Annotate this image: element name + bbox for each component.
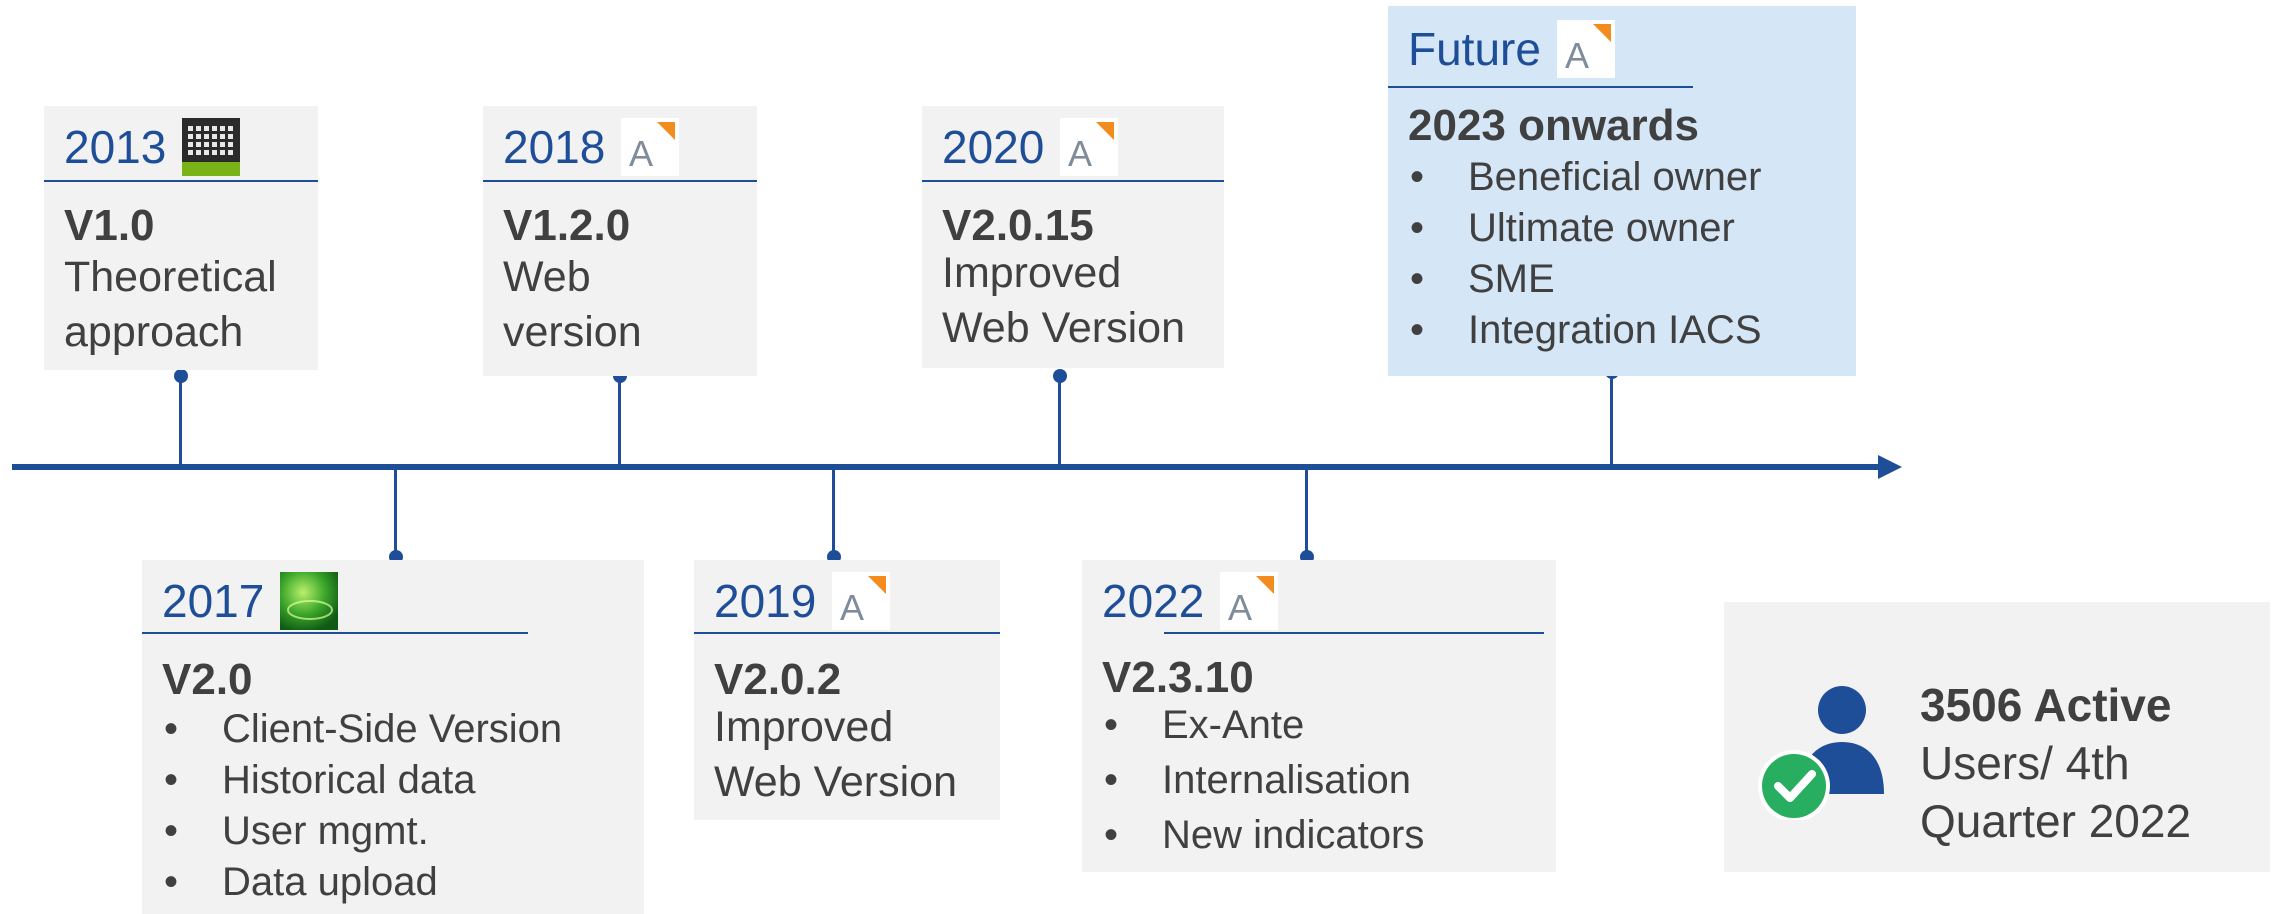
arachne-logo-icon: A — [832, 572, 891, 630]
year-underline — [44, 180, 318, 182]
milestone-year: 2018 — [503, 121, 606, 173]
milestone-year: 2013 — [64, 121, 167, 173]
milestone-version: V2.0.2 — [714, 655, 842, 704]
bullet-item: Ultimate owner — [1408, 203, 1762, 254]
description-line: Web — [503, 253, 591, 301]
bullet-item: Internalisation — [1102, 753, 1424, 808]
milestone-card-2018: 2018 A V1.2.0 Web version — [483, 106, 757, 376]
user-check-icon — [1742, 670, 1902, 822]
active-users-line: Quarter 2022 — [1920, 795, 2192, 847]
milestone-description: Improved Web Version — [942, 246, 1185, 356]
milestone-year: 2017 — [162, 575, 265, 627]
description-line: Theoretical — [64, 253, 277, 301]
milestone-bullets: Ex-Ante Internalisation New indicators — [1102, 698, 1424, 863]
bullet-item: SME — [1408, 254, 1762, 305]
bullet-item: Ex-Ante — [1102, 698, 1424, 753]
active-users-line: Users/ 4th — [1920, 737, 2130, 789]
svg-text:A: A — [629, 133, 653, 174]
stem-2018 — [618, 376, 621, 466]
milestone-card-2022: 2022 A V2.3.10 Ex-Ante Internalisation N… — [1082, 560, 1556, 872]
svg-text:A: A — [840, 587, 864, 628]
milestone-description: Web version — [503, 250, 642, 360]
stem-future — [1610, 372, 1613, 466]
milestone-version: V2.0 — [162, 655, 253, 704]
bullet-item: Client-Side Version — [162, 704, 562, 755]
milestone-card-2013: 2013 V1.0 Theoretical approach — [44, 106, 318, 370]
grid-panel-logo-icon — [182, 118, 241, 176]
milestone-year: 2022 — [1102, 575, 1205, 627]
milestone-description: Improved Web Version — [714, 700, 957, 810]
stem-2017 — [394, 468, 397, 554]
year-underline — [483, 180, 757, 182]
milestone-version: 2023 onwards — [1408, 101, 1700, 150]
milestone-version: V1.2.0 — [503, 201, 631, 250]
description-line: Web Version — [942, 304, 1186, 352]
milestone-bullets: Client-Side Version Historical data User… — [162, 704, 562, 908]
svg-text:A: A — [1068, 133, 1092, 174]
milestone-year: 2019 — [714, 575, 817, 627]
green-globe-logo-icon — [280, 572, 339, 630]
milestone-year: 2020 — [942, 121, 1045, 173]
description-line: Improved — [942, 249, 1122, 297]
milestone-version: V2.3.10 — [1102, 653, 1254, 702]
dot-2020 — [1053, 369, 1067, 383]
arachne-logo-icon: A — [621, 118, 680, 176]
description-line: version — [503, 308, 642, 356]
timeline-axis — [12, 464, 1882, 470]
bullet-item: Beneficial owner — [1408, 152, 1762, 203]
arachne-logo-icon: A — [1060, 118, 1119, 176]
year-underline — [1388, 86, 1693, 88]
milestone-version: V1.0 — [64, 201, 155, 250]
year-underline — [922, 180, 1224, 182]
arachne-logo-icon: A — [1220, 572, 1279, 630]
bullet-item: Data upload — [162, 857, 562, 908]
milestone-card-future: Future A 2023 onwards Beneficial owner U… — [1388, 6, 1856, 376]
active-users-card: 3506 Active Users/ 4th Quarter 2022 — [1724, 602, 2270, 872]
milestone-description: Theoretical approach — [64, 250, 277, 360]
year-underline — [1164, 632, 1544, 634]
milestone-version: V2.0.15 — [942, 201, 1094, 250]
bullet-item: Historical data — [162, 755, 562, 806]
stem-2019 — [832, 468, 835, 554]
active-users-text: 3506 Active Users/ 4th Quarter 2022 — [1920, 676, 2191, 850]
stem-2022 — [1305, 468, 1308, 554]
milestone-year: Future — [1408, 23, 1541, 75]
milestone-card-2017: 2017 V2.0 Client-Side Version Historical… — [142, 560, 644, 914]
description-line: Improved — [714, 703, 894, 751]
milestone-card-2019: 2019 A V2.0.2 Improved Web Version — [694, 560, 1000, 820]
active-users-count: 3506 Active — [1920, 679, 2172, 731]
svg-text:A: A — [1565, 35, 1589, 76]
svg-text:A: A — [1228, 587, 1252, 628]
arachne-logo-icon: A — [1556, 20, 1615, 78]
description-line: approach — [64, 308, 244, 356]
stem-2013 — [179, 376, 182, 466]
bullet-item: User mgmt. — [162, 806, 562, 857]
timeline-arrow-icon — [1878, 455, 1902, 479]
stem-2020 — [1058, 376, 1061, 466]
dot-2013 — [174, 369, 188, 383]
year-underline — [142, 632, 528, 634]
milestone-bullets: Beneficial owner Ultimate owner SME Inte… — [1408, 152, 1762, 356]
description-line: Web Version — [714, 758, 958, 806]
year-underline — [694, 632, 1000, 634]
bullet-item: Integration IACS — [1408, 305, 1762, 356]
bullet-item: New indicators — [1102, 808, 1424, 863]
milestone-card-2020: 2020 A V2.0.15 Improved Web Version — [922, 106, 1224, 368]
